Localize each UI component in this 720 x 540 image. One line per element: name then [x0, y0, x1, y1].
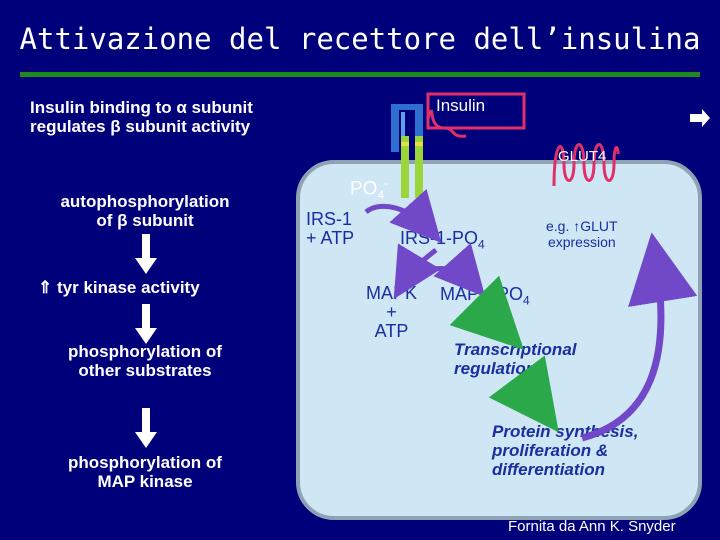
glut-expr-post: GLUT	[580, 218, 618, 234]
step3-line-1: phosphorylation of	[68, 342, 222, 361]
irs1-po4-label: IRS-1-PO4	[400, 228, 485, 252]
glut-expression-label: e.g. ↑GLUT expression	[546, 218, 618, 250]
protein-line-1: Protein synthesis,	[492, 422, 639, 441]
protein-synthesis-label: Protein synthesis, proliferation & diffe…	[492, 422, 638, 479]
protein-line-2: proliferation &	[492, 441, 609, 460]
step1-line-2: of β subunit	[96, 211, 194, 230]
navigation-arrow-icon[interactable]	[688, 108, 712, 128]
irs1-line-1: IRS-1	[306, 209, 353, 229]
step-autophosphorylation: autophosphorylation of β subunit	[30, 192, 260, 230]
step2-text: tyr kinase activity	[56, 278, 200, 297]
mapk-atp-label: MAPK + ATP	[366, 284, 417, 341]
mapk-po4-sub: 4	[523, 293, 530, 308]
step1-line-1: autophosphorylation	[60, 192, 230, 211]
up-arrow-icon: ↑	[573, 218, 581, 234]
step-tyr-kinase: ⇑ tyr kinase activity	[38, 278, 258, 297]
glut-expr-pre: e.g.	[546, 218, 570, 234]
down-arrow-icon	[135, 304, 157, 344]
mapk-line-3: ATP	[374, 321, 409, 341]
step4-line-1: phosphorylation of	[68, 453, 222, 472]
glut-expr-line-2: expression	[547, 234, 616, 250]
slide-title: Attivazione del recettore dell’insulina	[19, 22, 701, 56]
insulin-receptor	[391, 104, 423, 198]
intro-line-2: regulates β subunit activity	[30, 117, 251, 136]
intro-text: Insulin binding to α subunit regulates β…	[30, 98, 290, 136]
mapk-line-2: +	[386, 302, 397, 322]
intro-line-1: Insulin binding to α subunit	[30, 98, 253, 117]
down-arrow-icon	[135, 234, 157, 274]
step-map-kinase: phosphorylation of MAP kinase	[30, 453, 260, 491]
step-other-substrates: phosphorylation of other substrates	[30, 342, 260, 380]
po4-sub: 4	[377, 188, 385, 203]
irs1-line-2: + ATP	[306, 228, 355, 248]
source-credit: Fornita da Ann K. Snyder	[508, 518, 676, 535]
po4-sup: -	[384, 176, 389, 190]
insulin-molecule	[426, 92, 526, 138]
irs1-po4-sub: 4	[478, 237, 485, 252]
title-divider	[20, 72, 700, 77]
protein-line-3: differentiation	[492, 460, 606, 479]
glut4-transporter-icon	[552, 143, 620, 187]
irs1-atp-label: IRS-1 + ATP	[306, 210, 354, 248]
glut4-label: GLUT4	[558, 148, 607, 165]
mapk-po4-label: MAPK-PO4	[440, 284, 530, 308]
down-arrow-icon	[135, 408, 157, 448]
step3-line-2: other substrates	[78, 361, 212, 380]
insulin-label: Insulin	[436, 96, 486, 115]
irs1-po4-text: IRS-1-PO	[400, 228, 479, 248]
transcription-line-2: regulation	[454, 359, 537, 378]
mapk-po4-text: MAPK-PO	[440, 284, 524, 304]
transcription-label: Transcriptional regulation	[454, 340, 577, 378]
transcription-line-1: Transcriptional	[454, 340, 577, 359]
po4-text: PO	[350, 178, 378, 200]
mapk-line-1: MAPK	[366, 283, 418, 303]
step4-line-2: MAP kinase	[97, 472, 193, 491]
up-double-arrow-icon: ⇑	[38, 278, 53, 297]
po4-label: PO4-	[350, 176, 388, 202]
